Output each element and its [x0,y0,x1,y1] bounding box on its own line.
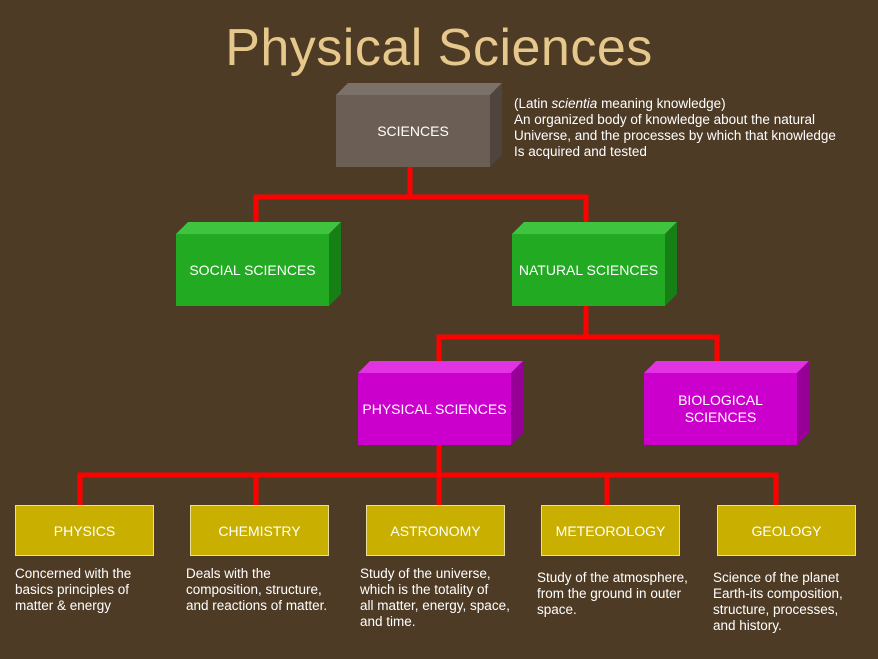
natural-sciences-label: NATURAL SCIENCES [518,261,659,278]
meteorology-desc-line: from the ground in outer [537,586,682,601]
meteorology-description: Study of the atmosphere, from the ground… [537,570,688,618]
sciences-box: SCIENCES [336,95,490,167]
chemistry-label: CHEMISTRY [218,522,301,539]
astronomy-box: ASTRONOMY [366,505,505,556]
astronomy-desc-line: and time. [360,614,416,629]
astronomy-label: ASTRONOMY [390,522,481,539]
physical-sciences-box-shape [358,361,523,445]
biological-sciences-box: BIOLOGICAL SCIENCES [644,373,797,445]
geology-desc-line: and history. [713,618,782,633]
natural-sciences-box: NATURAL SCIENCES [512,234,665,306]
physics-label: PHYSICS [53,522,116,539]
sciences-definition: (Latin scientia meaning knowledge) An or… [514,96,836,160]
definition-line-2: An organized body of knowledge about the… [514,112,815,127]
social-sciences-box-shape [176,222,341,306]
geology-desc-line: Earth-its composition, [713,586,843,601]
astronomy-desc-line: all matter, energy, space, [360,598,510,613]
sciences-label: SCIENCES [377,122,449,139]
meteorology-desc-line: space. [537,602,577,617]
definition-line-3: Universe, and the processes by which tha… [514,128,836,143]
astronomy-desc-line: Study of the universe, [360,566,491,581]
geology-desc-line: structure, processes, [713,602,839,617]
natural-sciences-box-shape [512,222,677,306]
geology-desc-line: Science of the planet [713,570,840,585]
biological-sciences-label-line-1: BIOLOGICAL [678,392,763,408]
definition-line-4: Is acquired and tested [514,144,647,159]
chemistry-desc-line: Deals with the [186,566,271,581]
astronomy-description: Study of the universe, which is the tota… [360,566,510,630]
chemistry-desc-line: and reactions of matter. [186,598,328,613]
biological-sciences-box-shape [644,361,809,445]
chemistry-description: Deals with the composition, structure, a… [186,566,327,614]
definition-prefix: (Latin [514,96,552,111]
page-title: Physical Sciences [225,19,653,77]
physics-description: Concerned with the basics principles of … [15,566,131,614]
definition-suffix: meaning knowledge) [597,96,726,111]
physical-sciences-box: PHYSICAL SCIENCES [358,373,511,445]
physics-desc-line: Concerned with the [15,566,132,581]
physical-sciences-label: PHYSICAL SCIENCES [362,400,507,417]
chemistry-desc-line: composition, structure, [186,582,322,597]
meteorology-box: METEOROLOGY [541,505,680,556]
physics-box: PHYSICS [15,505,154,556]
sciences-box-shape [336,83,502,167]
physics-desc-line: matter & energy [15,598,112,613]
astronomy-desc-line: which is the totality of [360,582,489,597]
geology-box: GEOLOGY [717,505,856,556]
definition-italic-word: scientia [551,96,598,111]
biological-sciences-label-line-2: SCIENCES [684,409,757,425]
meteorology-label: METEOROLOGY [555,522,666,539]
geology-label: GEOLOGY [751,522,822,539]
meteorology-desc-line: Study of the atmosphere, [537,570,688,585]
social-sciences-label: SOCIAL SCIENCES [189,261,316,278]
geology-description: Science of the planet Earth-its composit… [713,570,843,634]
chemistry-box: CHEMISTRY [190,505,329,556]
physics-desc-line: basics principles of [15,582,130,597]
social-sciences-box: SOCIAL SCIENCES [176,234,329,306]
